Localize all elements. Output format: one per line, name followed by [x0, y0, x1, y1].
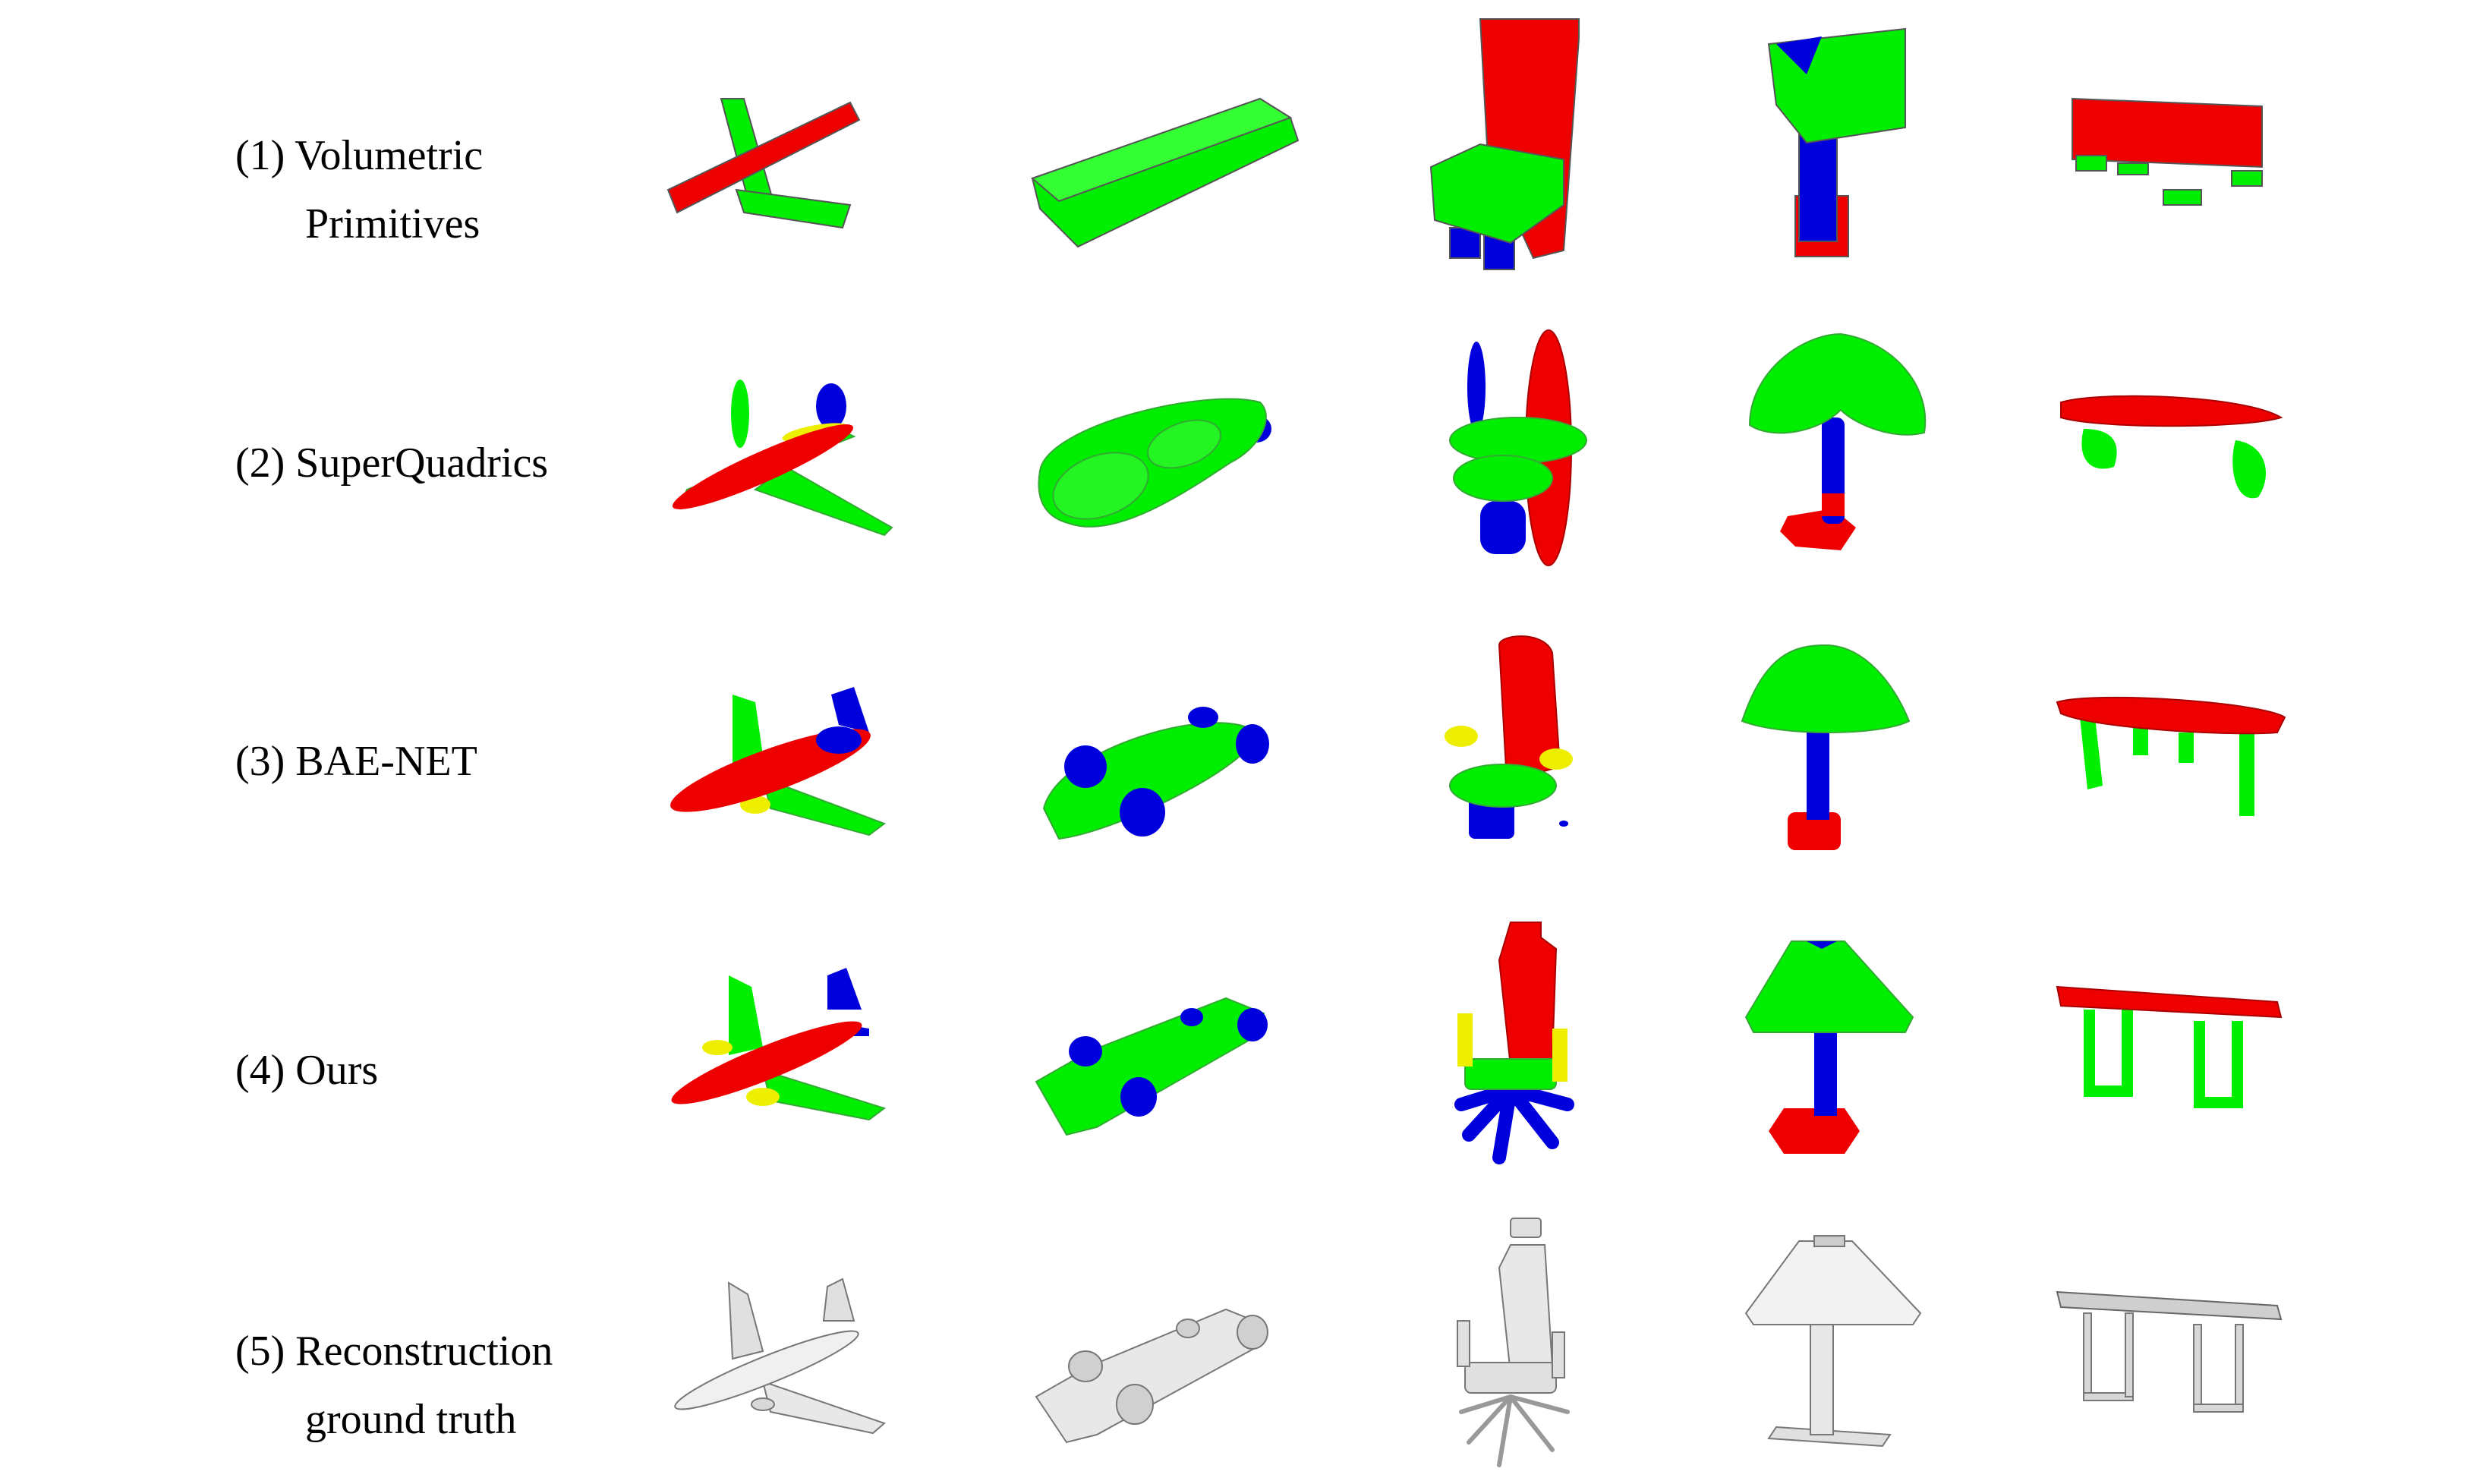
row-label-line: (5) Reconstruction	[235, 1328, 553, 1375]
airplane-bae-net	[670, 687, 887, 837]
row-label-reconstruction-ground-truth: (5) Reconstruction ground truth	[235, 1317, 553, 1454]
car-superquadrics	[1038, 398, 1271, 528]
airplane-ground-truth	[674, 1278, 886, 1435]
lamp-bae-net	[1741, 644, 1911, 850]
row-label-superquadrics: (2) SuperQuadrics	[235, 429, 548, 497]
airplane-superquadrics	[672, 380, 893, 537]
chair-ground-truth	[1457, 1218, 1570, 1467]
row-label-line: (2) SuperQuadrics	[235, 440, 549, 487]
row-label-line: Primitives	[305, 200, 480, 247]
row-label-bae-net: (3) BAE-NET	[235, 727, 477, 796]
car-ours	[1035, 997, 1268, 1136]
airplane-volumetric-primitives	[666, 98, 861, 229]
row-label-line: (3) BAE-NET	[235, 738, 477, 785]
row-label-line: (4) Ours	[235, 1047, 379, 1094]
lamp-ground-truth	[1744, 1235, 1922, 1448]
lamp-ours	[1744, 940, 1914, 1154]
chair-superquadrics	[1449, 329, 1587, 566]
table-superquadrics	[2060, 395, 2283, 499]
row-label-ours: (4) Ours	[235, 1036, 378, 1104]
lamp-volumetric-primitives	[1767, 27, 1906, 257]
row-label-volumetric-primitives: (1) Volumetric Primitives	[235, 121, 483, 258]
chair-volumetric-primitives	[1429, 18, 1580, 270]
lamp-superquadrics	[1748, 332, 1927, 550]
row-label-line: (1) Volumetric	[235, 132, 484, 179]
airplane-ours	[671, 968, 887, 1121]
chair-ours	[1454, 922, 1574, 1164]
car-volumetric-primitives	[1031, 97, 1300, 248]
chair-bae-net	[1445, 635, 1573, 839]
table-ours	[2056, 985, 2283, 1108]
table-volumetric-primitives	[2072, 97, 2263, 206]
table-bae-net	[2056, 696, 2286, 816]
row-label-line: ground truth	[305, 1396, 517, 1443]
car-ground-truth	[1035, 1308, 1268, 1444]
table-ground-truth	[2056, 1290, 2283, 1413]
car-bae-net	[1042, 707, 1269, 840]
